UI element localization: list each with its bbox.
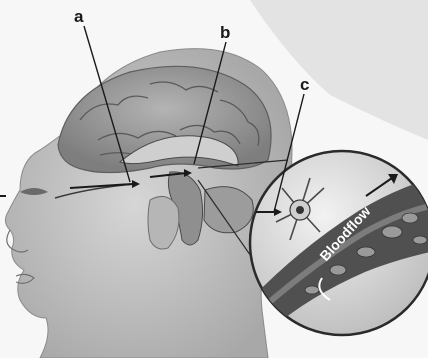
label-c: c xyxy=(300,75,309,94)
label-b: b xyxy=(220,23,230,42)
cerebellum xyxy=(204,187,253,233)
label-a: a xyxy=(74,7,84,26)
magnified-inset: Bloodflow xyxy=(250,151,428,335)
